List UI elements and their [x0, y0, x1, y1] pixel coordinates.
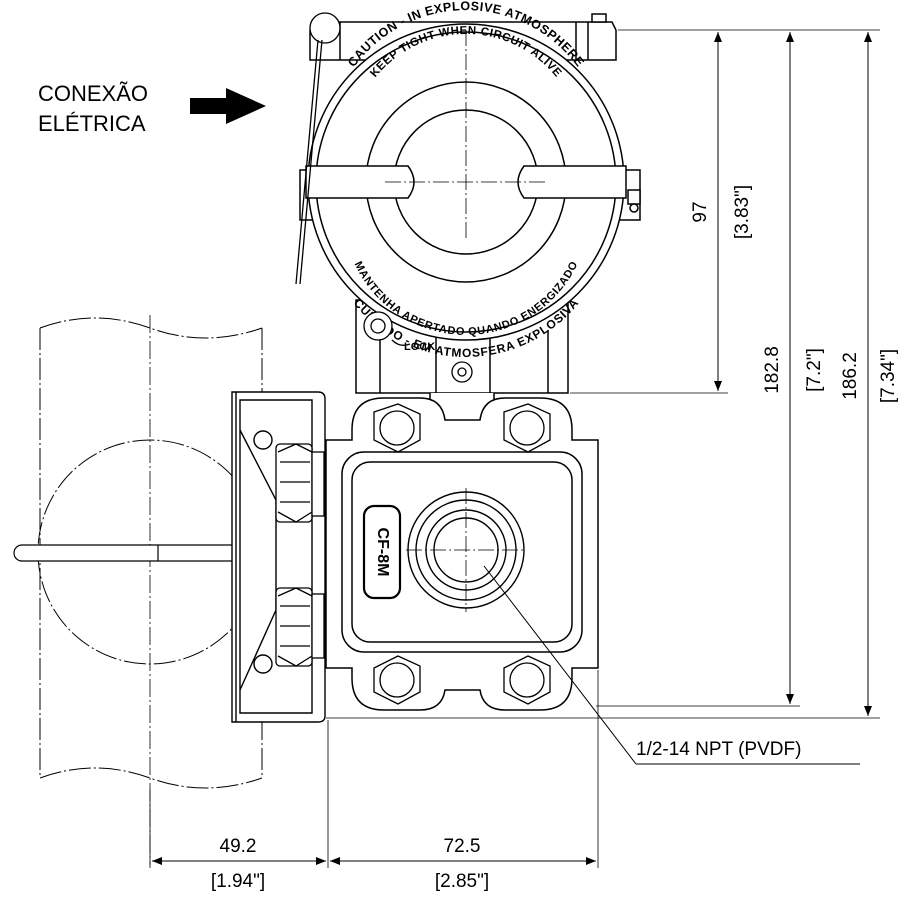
nameplate-text: CF-8M: [374, 528, 391, 577]
mounting-pipe: [37, 315, 263, 865]
lock-label: LOCK: [404, 341, 435, 353]
dim-72-in: [2.85"]: [435, 871, 489, 892]
dim-49-in: [1.94"]: [211, 871, 265, 892]
flange-bolt-bottom-right: [503, 655, 551, 705]
npt-leader: [483, 565, 860, 765]
mounting-bracket: [231, 391, 326, 723]
housing-centerlines: [385, 30, 548, 240]
lock-screw: [363, 311, 411, 346]
body-centerlines: [406, 488, 526, 612]
npt-label: 1/2-14 NPT (PVDF): [636, 739, 801, 760]
flange-bolt-top-right: [503, 403, 551, 453]
bracket-bolt-lower: [275, 587, 325, 667]
material-nameplate: CF-8M: [362, 504, 402, 600]
dim-72-mm: 72.5: [444, 836, 481, 857]
bracket-bolt-upper: [275, 443, 325, 523]
dim-97-mm: 97: [690, 201, 711, 222]
dim-182-in: [7.2"]: [804, 348, 825, 392]
connection-label-line2: ELÉTRICA: [38, 111, 146, 136]
dimension-extension-lines: [149, 29, 880, 868]
dim-186-mm: 186.2: [840, 352, 861, 400]
flange-bolt-bottom-left: [373, 655, 421, 705]
dim-186-in: [7.34"]: [878, 349, 899, 403]
dim-182-mm: 182.8: [762, 346, 783, 394]
connection-label-line1: CONEXÃO: [38, 81, 148, 106]
cover-wire: [295, 12, 341, 285]
flange-bolt-top-left: [373, 403, 421, 453]
dim-97-in: [3.83"]: [732, 185, 753, 239]
dim-49-mm: 49.2: [220, 836, 257, 857]
connection-arrow: [190, 88, 266, 124]
